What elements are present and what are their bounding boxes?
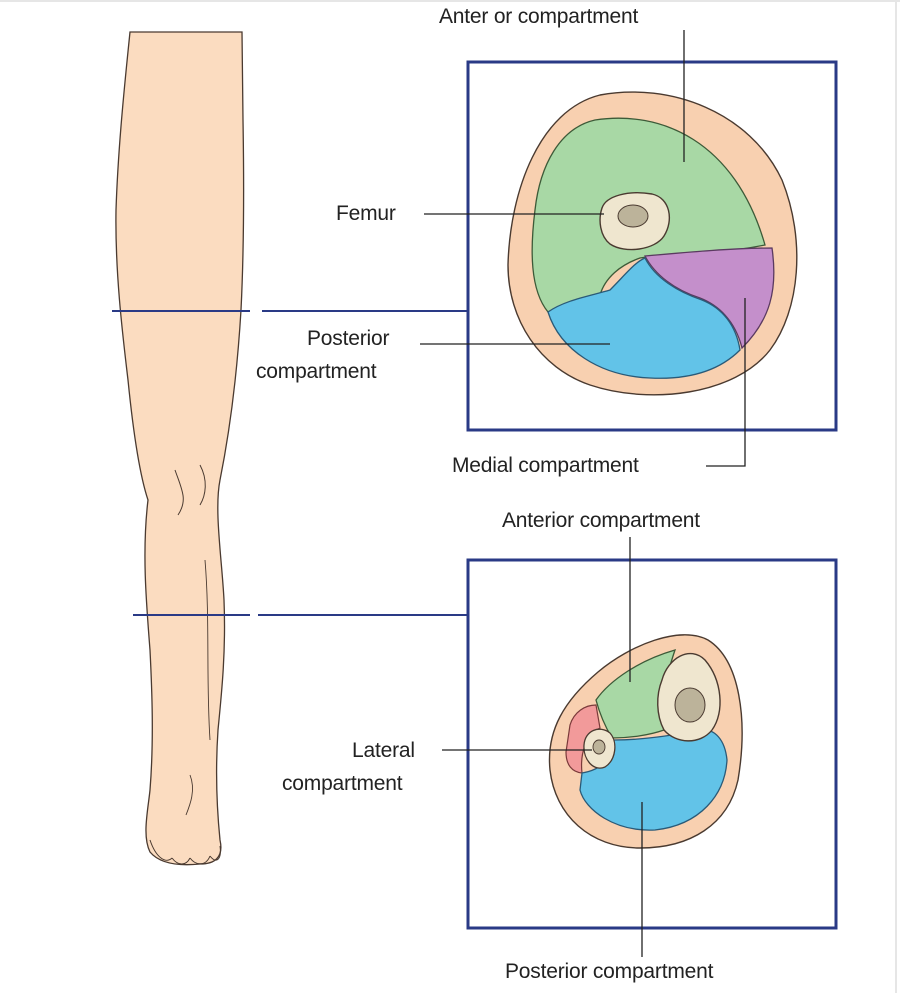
tibia-marrow [675,688,705,722]
label-thigh-posterior-line2: compartment [256,360,376,384]
label-thigh-anterior-compartment: Anter or compartment [439,5,638,29]
leg-outline [116,32,244,865]
thigh-cross-section [508,92,797,395]
label-thigh-posterior-line1: Posterior [307,327,389,351]
label-leg-lateral-line2: compartment [282,772,402,796]
femur-marrow [618,205,648,227]
label-leg-anterior-compartment: Anterior compartment [502,509,700,533]
label-femur: Femur [336,202,396,226]
leg-silhouette [116,32,244,865]
fibula-marrow [593,740,605,754]
label-thigh-medial-compartment: Medial compartment [452,454,639,478]
label-leg-lateral-line1: Lateral [352,739,415,763]
label-leg-posterior-compartment: Posterior compartment [505,960,713,984]
leg-cross-section [549,635,742,848]
